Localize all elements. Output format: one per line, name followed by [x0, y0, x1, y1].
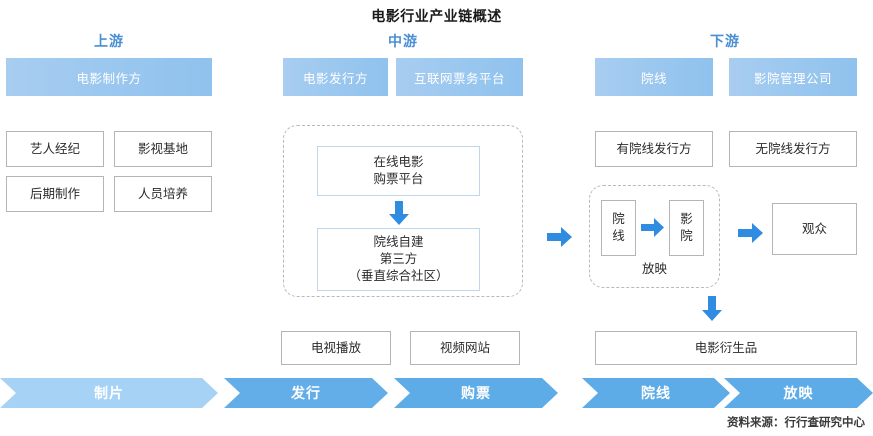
section-header-upstream: 上游: [94, 34, 124, 50]
theater-line2: 院: [680, 228, 693, 243]
screening-group-label: 放映: [641, 261, 667, 276]
upstream-box-talent-training[interactable]: 人员培养: [114, 176, 212, 212]
upstream-box-post-production[interactable]: 后期制作: [6, 176, 104, 212]
midstream-main-bar-distributor[interactable]: 电影发行方: [283, 58, 388, 96]
ribbon-step-screening[interactable]: 放映: [724, 378, 873, 408]
arrow-down-icon: [388, 201, 410, 226]
arrow-right-icon-to-audience: [738, 222, 764, 244]
page-title: 电影行业产业链概述: [371, 9, 502, 25]
downstream-box-derivatives[interactable]: 电影衍生品: [595, 331, 857, 365]
ribbon-step-distribution[interactable]: 发行: [224, 378, 388, 408]
section-header-downstream: 下游: [710, 34, 740, 50]
theater-line1: 影: [680, 211, 693, 227]
midstream-box-tv-broadcast[interactable]: 电视播放: [281, 331, 391, 365]
section-header-midstream: 中游: [388, 34, 418, 50]
process-ribbon: 制片 发行 购票 院线 放映: [0, 378, 873, 408]
downstream-main-bar-cinema-management[interactable]: 影院管理公司: [729, 58, 857, 96]
ribbon-step-ticketing[interactable]: 购票: [394, 378, 558, 408]
downstream-box-audience[interactable]: 观众: [772, 203, 857, 255]
arrow-right-icon-mid-to-down: [547, 226, 573, 248]
midstream-box-video-website[interactable]: 视频网站: [410, 331, 520, 365]
arrow-down-icon-to-derivatives: [701, 296, 723, 322]
self-built-line3: （垂直综合社区）: [348, 267, 449, 283]
ribbon-step-cinema-chain[interactable]: 院线: [582, 378, 730, 408]
upstream-box-artist-agency[interactable]: 艺人经纪: [6, 131, 104, 167]
midstream-main-bar-ticketing-platform[interactable]: 互联网票务平台: [396, 58, 523, 96]
downstream-screening-group: [589, 185, 720, 288]
cinema-chain-line1: 院: [612, 211, 625, 227]
midstream-box-self-built-third-party[interactable]: 院线自建 第三方 （垂直综合社区）: [317, 228, 480, 291]
upstream-box-film-base[interactable]: 影视基地: [114, 131, 212, 167]
online-ticket-platform-line1: 在线电影: [373, 154, 424, 170]
midstream-online-ticketing-group: [283, 125, 523, 297]
online-ticket-platform-line2: 购票平台: [373, 171, 424, 186]
self-built-line2: 第三方: [379, 251, 418, 267]
arrow-right-icon-chain-to-theater: [641, 217, 665, 238]
self-built-line1: 院线自建: [373, 234, 424, 250]
downstream-main-bar-cinema-chain[interactable]: 院线: [595, 58, 713, 96]
downstream-box-distributor-without-chain[interactable]: 无院线发行方: [729, 131, 857, 167]
upstream-main-bar[interactable]: 电影制作方: [6, 58, 212, 96]
ribbon-step-production[interactable]: 制片: [0, 378, 218, 408]
source-note: 资料来源：行行查研究中心: [727, 415, 865, 429]
midstream-box-online-ticket-platform[interactable]: 在线电影 购票平台: [317, 146, 480, 196]
downstream-box-cinema-chain[interactable]: 院 线: [601, 200, 636, 256]
downstream-box-distributor-with-chain[interactable]: 有院线发行方: [595, 131, 713, 167]
cinema-chain-line2: 线: [612, 228, 625, 243]
downstream-box-theater[interactable]: 影 院: [669, 200, 704, 256]
